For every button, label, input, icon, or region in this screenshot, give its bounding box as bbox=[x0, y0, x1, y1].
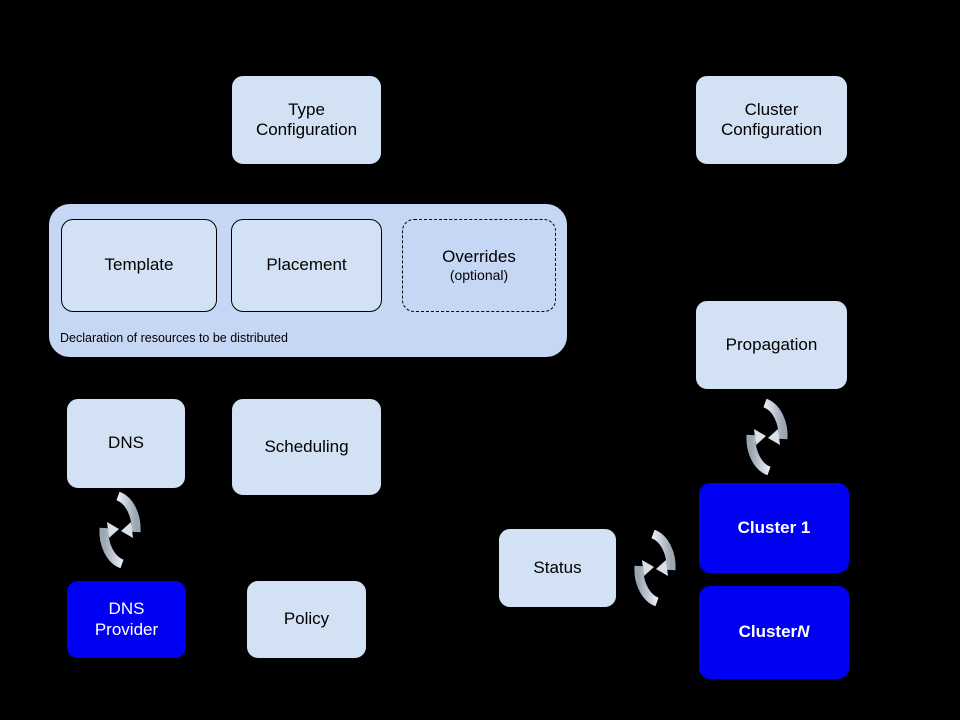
node-overrides-label: Overrides bbox=[442, 247, 516, 267]
node-policy[interactable]: Policy bbox=[246, 580, 367, 659]
node-dns[interactable]: DNS bbox=[66, 398, 186, 489]
node-placement[interactable]: Placement bbox=[231, 219, 382, 312]
sync-arrows-icon-dns bbox=[99, 491, 141, 569]
node-propagation[interactable]: Propagation bbox=[695, 300, 848, 390]
node-type-configuration[interactable]: Type Configuration bbox=[231, 75, 382, 165]
group-caption: Declaration of resources to be distribut… bbox=[60, 331, 288, 345]
sync-arrows-icon-propagation bbox=[746, 398, 788, 476]
node-template[interactable]: Template bbox=[61, 219, 217, 312]
node-cluster-configuration[interactable]: Cluster Configuration bbox=[695, 75, 848, 165]
node-cluster-n-prefix: Cluster bbox=[738, 622, 798, 642]
node-scheduling[interactable]: Scheduling bbox=[231, 398, 382, 496]
node-cluster-n[interactable]: Cluster N bbox=[698, 585, 850, 680]
node-overrides[interactable]: Overrides (optional) bbox=[402, 219, 556, 312]
node-overrides-sublabel: (optional) bbox=[449, 267, 509, 284]
node-cluster-1[interactable]: Cluster 1 bbox=[698, 482, 850, 574]
node-dns-provider[interactable]: DNS Provider bbox=[66, 580, 187, 659]
node-status[interactable]: Status bbox=[498, 528, 617, 608]
sync-arrows-icon-status bbox=[634, 529, 676, 607]
node-cluster-n-suffix: N bbox=[797, 622, 810, 642]
